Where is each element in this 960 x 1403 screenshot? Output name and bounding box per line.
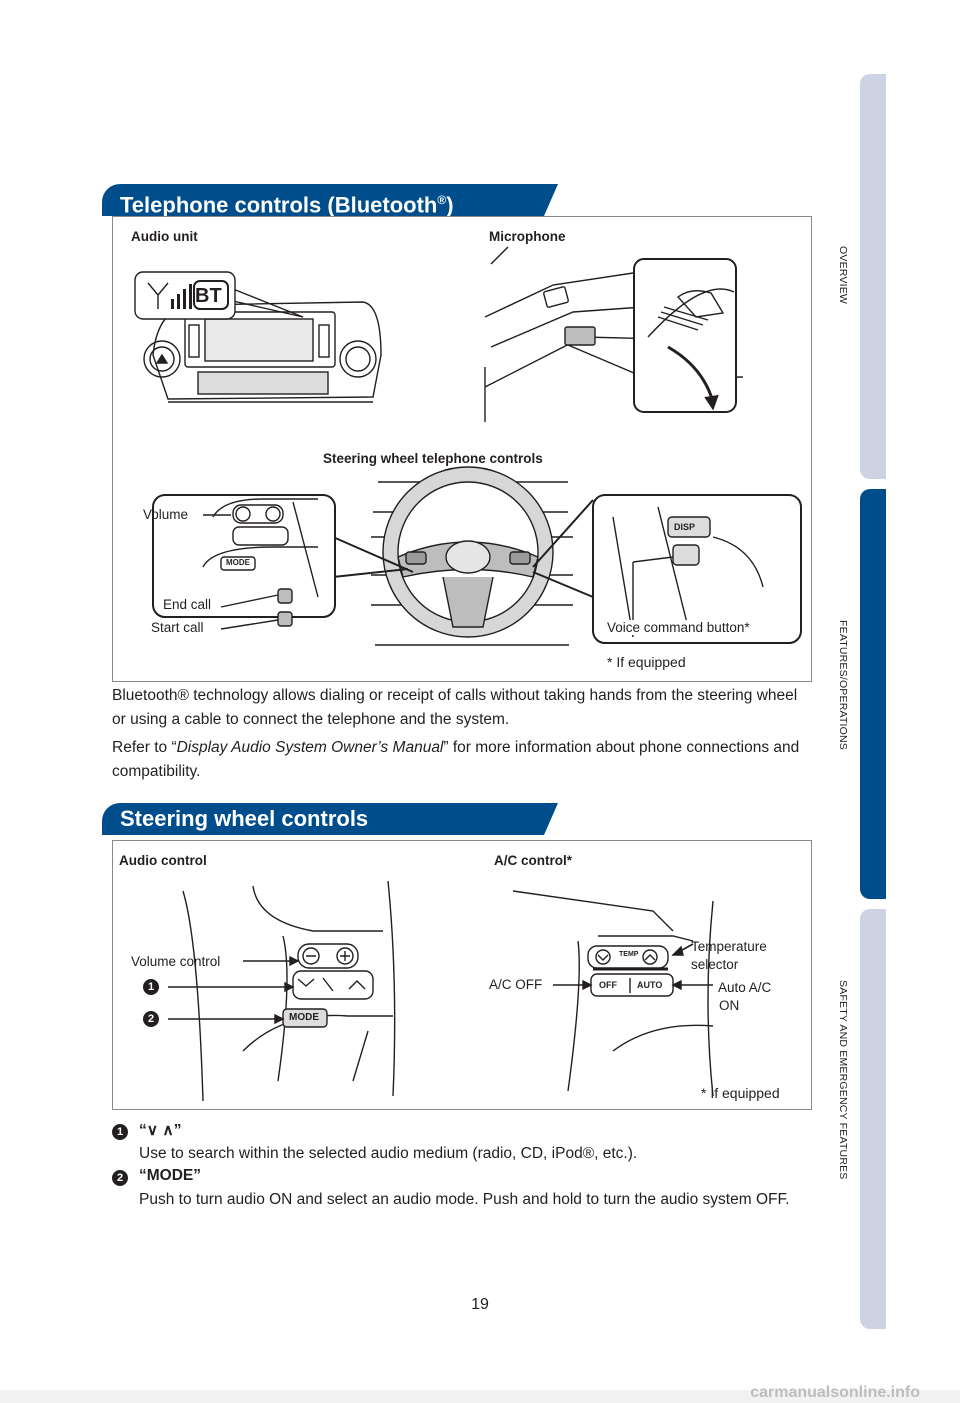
item-1-title: “∨ ∧” [139, 1122, 182, 1139]
steering-telephone-label: Steering wheel telephone controls [323, 451, 543, 466]
telephone-title-close: ) [446, 192, 454, 218]
telephone-figure: Audio unit Microphone Steering wheel tel… [112, 216, 812, 682]
disp-text: DISP [674, 522, 696, 532]
tab-features-label: FEATURES/OPERATIONS [837, 619, 849, 750]
bt-text: BT [195, 285, 222, 307]
telephone-illustration [134, 246, 802, 646]
mode-button-text: MODE [289, 1012, 319, 1023]
audio-unit-drawing [143, 301, 382, 403]
item-1-badge: 1 [112, 1124, 128, 1140]
item-1-text: Use to search within the selected audio … [139, 1145, 638, 1162]
audio-control-drawing [168, 880, 396, 1102]
tab-safety-label: SAFETY AND EMERGENCY FEATURES [837, 980, 849, 1180]
steering-footnote: * If equipped [701, 1085, 780, 1101]
voice-command-label: Voice command button* [607, 620, 750, 635]
telephone-title: Telephone controls (Bluetooth [120, 192, 438, 218]
temperature-selector-label-1: Temperature [691, 939, 767, 954]
footer-bar: carmanualsonline.info [0, 1384, 960, 1403]
temp-button-text: TEMP [619, 951, 639, 958]
audio-control-label: Audio control [119, 853, 207, 868]
start-call-label: Start call [151, 620, 204, 635]
para2-suffix: ” for more information about phone conne… [112, 739, 800, 780]
temperature-selector-label-2: selector [691, 957, 739, 972]
end-call-label: End call [163, 597, 212, 612]
item-2-title: “MODE” [139, 1167, 201, 1184]
steering-title: Steering wheel controls [120, 806, 369, 831]
item-2-badge: 2 [112, 1170, 128, 1186]
left-callout [152, 494, 414, 630]
mode-text-phone: MODE [226, 558, 250, 567]
ac-control-label: A/C control* [494, 853, 573, 868]
telephone-footnote: * If equipped [607, 654, 686, 670]
volume-label: Volume [143, 507, 189, 522]
off-button-text: OFF [599, 980, 617, 990]
auto-ac-label-2: ON [719, 998, 740, 1013]
telephone-paragraph-2: Refer to “Display Audio System Owner’s M… [112, 736, 812, 784]
watermark: carmanualsonline.info [750, 1384, 920, 1401]
telephone-title-sup: ® [437, 193, 447, 207]
telephone-paragraph-1: Bluetooth® technology allows dialing or … [112, 687, 798, 728]
bt-callout [134, 271, 304, 320]
steering-figure: Audio control A/C control* Volume contro… [112, 840, 812, 1110]
ac-control-drawing [512, 890, 714, 1097]
page-number: 19 [471, 1296, 489, 1313]
tab-features-operations[interactable] [860, 489, 886, 899]
item-2-text: Push to turn audio ON and select an audi… [139, 1191, 790, 1208]
ac-off-label: A/C OFF [489, 977, 543, 992]
volume-control-label: Volume control [131, 954, 221, 969]
tab-overview[interactable] [860, 74, 886, 479]
steering-section-header: Steering wheel controls [102, 803, 558, 835]
microphone-label: Microphone [489, 229, 566, 244]
steering-illustration [168, 880, 714, 1102]
microphone-drawing [484, 246, 744, 422]
telephone-section-header: Telephone controls (Bluetooth®) [102, 184, 558, 218]
callout-badge-1: 1 [143, 979, 159, 995]
callout-badge-2: 2 [143, 1011, 159, 1027]
right-callout [532, 494, 802, 644]
steering-wheel-drawing [371, 466, 573, 646]
para2-manual-title: Display Audio System Owner’s Manual [176, 739, 444, 756]
auto-ac-label-1: Auto A/C [718, 980, 772, 995]
auto-button-text: AUTO [637, 980, 663, 990]
para2-prefix: Refer to “ [112, 739, 177, 756]
audio-unit-label: Audio unit [131, 229, 198, 244]
tab-overview-label: OVERVIEW [837, 245, 849, 304]
tab-safety[interactable] [860, 909, 886, 1329]
